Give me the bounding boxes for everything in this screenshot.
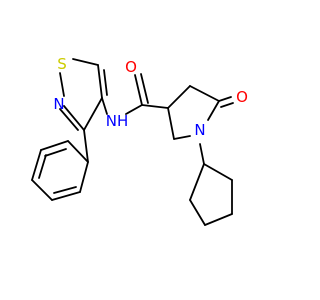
atom-label-oxygen-lactam: O	[236, 88, 248, 106]
molecule-structure: O NH O N S N	[31, 55, 248, 226]
bond	[204, 213, 233, 226]
bond	[189, 163, 205, 201]
bond	[173, 135, 191, 140]
bond	[31, 149, 42, 181]
bond	[53, 186, 77, 194]
bond	[83, 129, 89, 163]
bond	[189, 85, 220, 102]
bond	[203, 163, 233, 181]
bonds	[31, 58, 234, 226]
atom-label-nitrogen-isothiazole: N	[53, 95, 64, 113]
atom-label-nitrogen-pyrrolidinone: N	[194, 121, 205, 139]
bond	[167, 107, 175, 140]
bond	[51, 191, 81, 201]
bond	[167, 85, 191, 109]
bond	[125, 104, 143, 115]
bond	[141, 104, 169, 109]
bond	[59, 72, 65, 97]
bond	[40, 140, 69, 151]
bond	[83, 97, 103, 131]
bond	[218, 96, 232, 102]
bond	[67, 140, 89, 163]
atom-label-nh-amide: NH	[106, 112, 129, 130]
bond	[44, 148, 67, 157]
bond	[140, 73, 149, 104]
bond	[59, 108, 79, 131]
bond	[63, 105, 85, 131]
atom-label-sulfur-isothiazole: S	[57, 55, 67, 73]
atom-label-oxygen-amide: O	[125, 58, 137, 76]
atom-labels: O NH O N S N	[53, 55, 248, 139]
bond	[72, 58, 99, 66]
bond	[97, 64, 103, 99]
bond	[103, 69, 108, 96]
bond	[79, 161, 89, 193]
bond	[101, 97, 108, 115]
bond	[199, 143, 205, 165]
bond	[207, 100, 220, 121]
bond	[31, 179, 53, 201]
bond	[189, 199, 206, 226]
bond	[220, 102, 234, 108]
bond	[38, 154, 47, 179]
bond	[134, 74, 143, 106]
